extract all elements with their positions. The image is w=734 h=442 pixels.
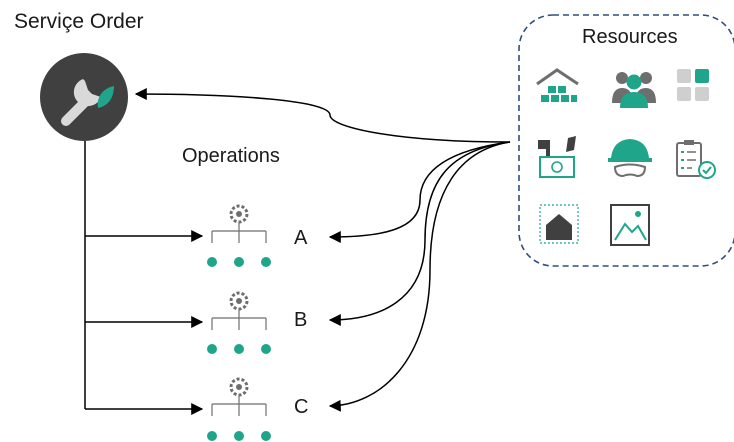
resources-box bbox=[518, 14, 734, 267]
service-order-icon bbox=[40, 53, 128, 141]
people-icon bbox=[612, 72, 656, 108]
operation-a-label: A bbox=[294, 227, 308, 249]
tools-icon bbox=[538, 136, 576, 178]
wrench-icon bbox=[61, 79, 101, 126]
resource-connectors bbox=[134, 88, 511, 412]
floor-plan-icon bbox=[539, 204, 579, 244]
warehouse-icon bbox=[536, 68, 579, 102]
operation-c-label: C bbox=[294, 396, 309, 418]
operation-c-icon bbox=[207, 377, 271, 441]
checklist-icon bbox=[676, 140, 716, 179]
service-order-connectors bbox=[84, 141, 204, 415]
safety-helmet-icon bbox=[608, 139, 652, 178]
operation-a-icon bbox=[207, 204, 271, 267]
image-icon bbox=[610, 204, 650, 246]
storage-bins-icon bbox=[677, 69, 709, 101]
operations-label: Operations bbox=[182, 145, 280, 167]
resources-label: Resources bbox=[582, 26, 678, 48]
operation-b-label: B bbox=[294, 309, 308, 331]
operation-b-icon bbox=[207, 291, 271, 354]
leaf-icon bbox=[97, 86, 114, 108]
service-order-title: Serviçe Order bbox=[14, 10, 144, 33]
